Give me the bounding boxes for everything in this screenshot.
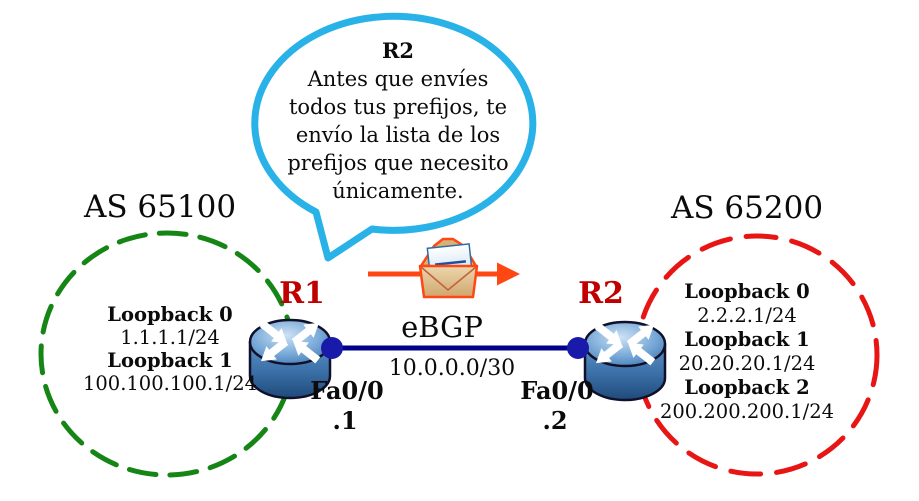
r1-loopback-list: Loopback 0 1.1.1.1/24 Loopback 1 100.100… xyxy=(83,303,257,395)
bgp-update-message xyxy=(368,237,520,299)
as-65200-label: AS 65200 xyxy=(670,190,824,226)
r1-interface-label: Fa0/0 xyxy=(310,376,384,405)
r2-loopback0-name: Loopback 0 xyxy=(684,280,810,303)
speech-bubble-line: todos tus prefijos, te xyxy=(288,95,508,119)
speech-bubble-text: R2 Antes que envíes todos tus prefijos, … xyxy=(287,37,508,205)
speech-bubble-line: prefijos que necesito xyxy=(287,151,509,175)
r2-loopback1-name: Loopback 1 xyxy=(684,328,810,351)
r2-loopback-list: Loopback 0 2.2.2.1/24 Loopback 1 20.20.2… xyxy=(660,280,834,424)
router-r1-name: R1 xyxy=(279,276,325,311)
r1-loopback0-name: Loopback 0 xyxy=(107,303,233,326)
r2-loopback0-prefix: 2.2.2.1/24 xyxy=(697,304,797,327)
r1-loopback1-name: Loopback 1 xyxy=(107,349,233,372)
r2-loopback2-name: Loopback 2 xyxy=(684,376,810,399)
router-r2-name: R2 xyxy=(578,276,624,311)
link-network-label: 10.0.0.0/30 xyxy=(388,356,516,381)
speech-bubble-line: envío la lista de los xyxy=(295,123,501,147)
envelope-icon xyxy=(418,237,479,299)
r2-loopback2-prefix: 200.200.200.1/24 xyxy=(659,400,835,423)
message-arrowhead xyxy=(497,262,520,286)
r2-interface-label: Fa0/0 xyxy=(520,376,594,405)
speech-bubble-shape xyxy=(251,12,537,262)
r2-interface-host: .2 xyxy=(542,406,568,435)
speech-bubble-line: Antes que envíes xyxy=(307,67,489,91)
r2-loopback1-prefix: 20.20.20.1/24 xyxy=(678,352,816,375)
ebgp-protocol-label: eBGP xyxy=(401,310,483,344)
link-endpoint-r1 xyxy=(321,337,343,359)
r1-loopback0-prefix: 1.1.1.1/24 xyxy=(120,326,220,349)
speech-bubble-speaker: R2 xyxy=(381,38,415,63)
r1-interface-host: .1 xyxy=(332,406,358,435)
r1-loopback1-prefix: 100.100.100.1/24 xyxy=(82,372,258,395)
router-icon-r2 xyxy=(585,318,665,400)
link-endpoint-r2 xyxy=(567,337,589,359)
speech-bubble-line: únicamente. xyxy=(332,179,464,203)
as-65100-label: AS 65100 xyxy=(83,189,237,225)
